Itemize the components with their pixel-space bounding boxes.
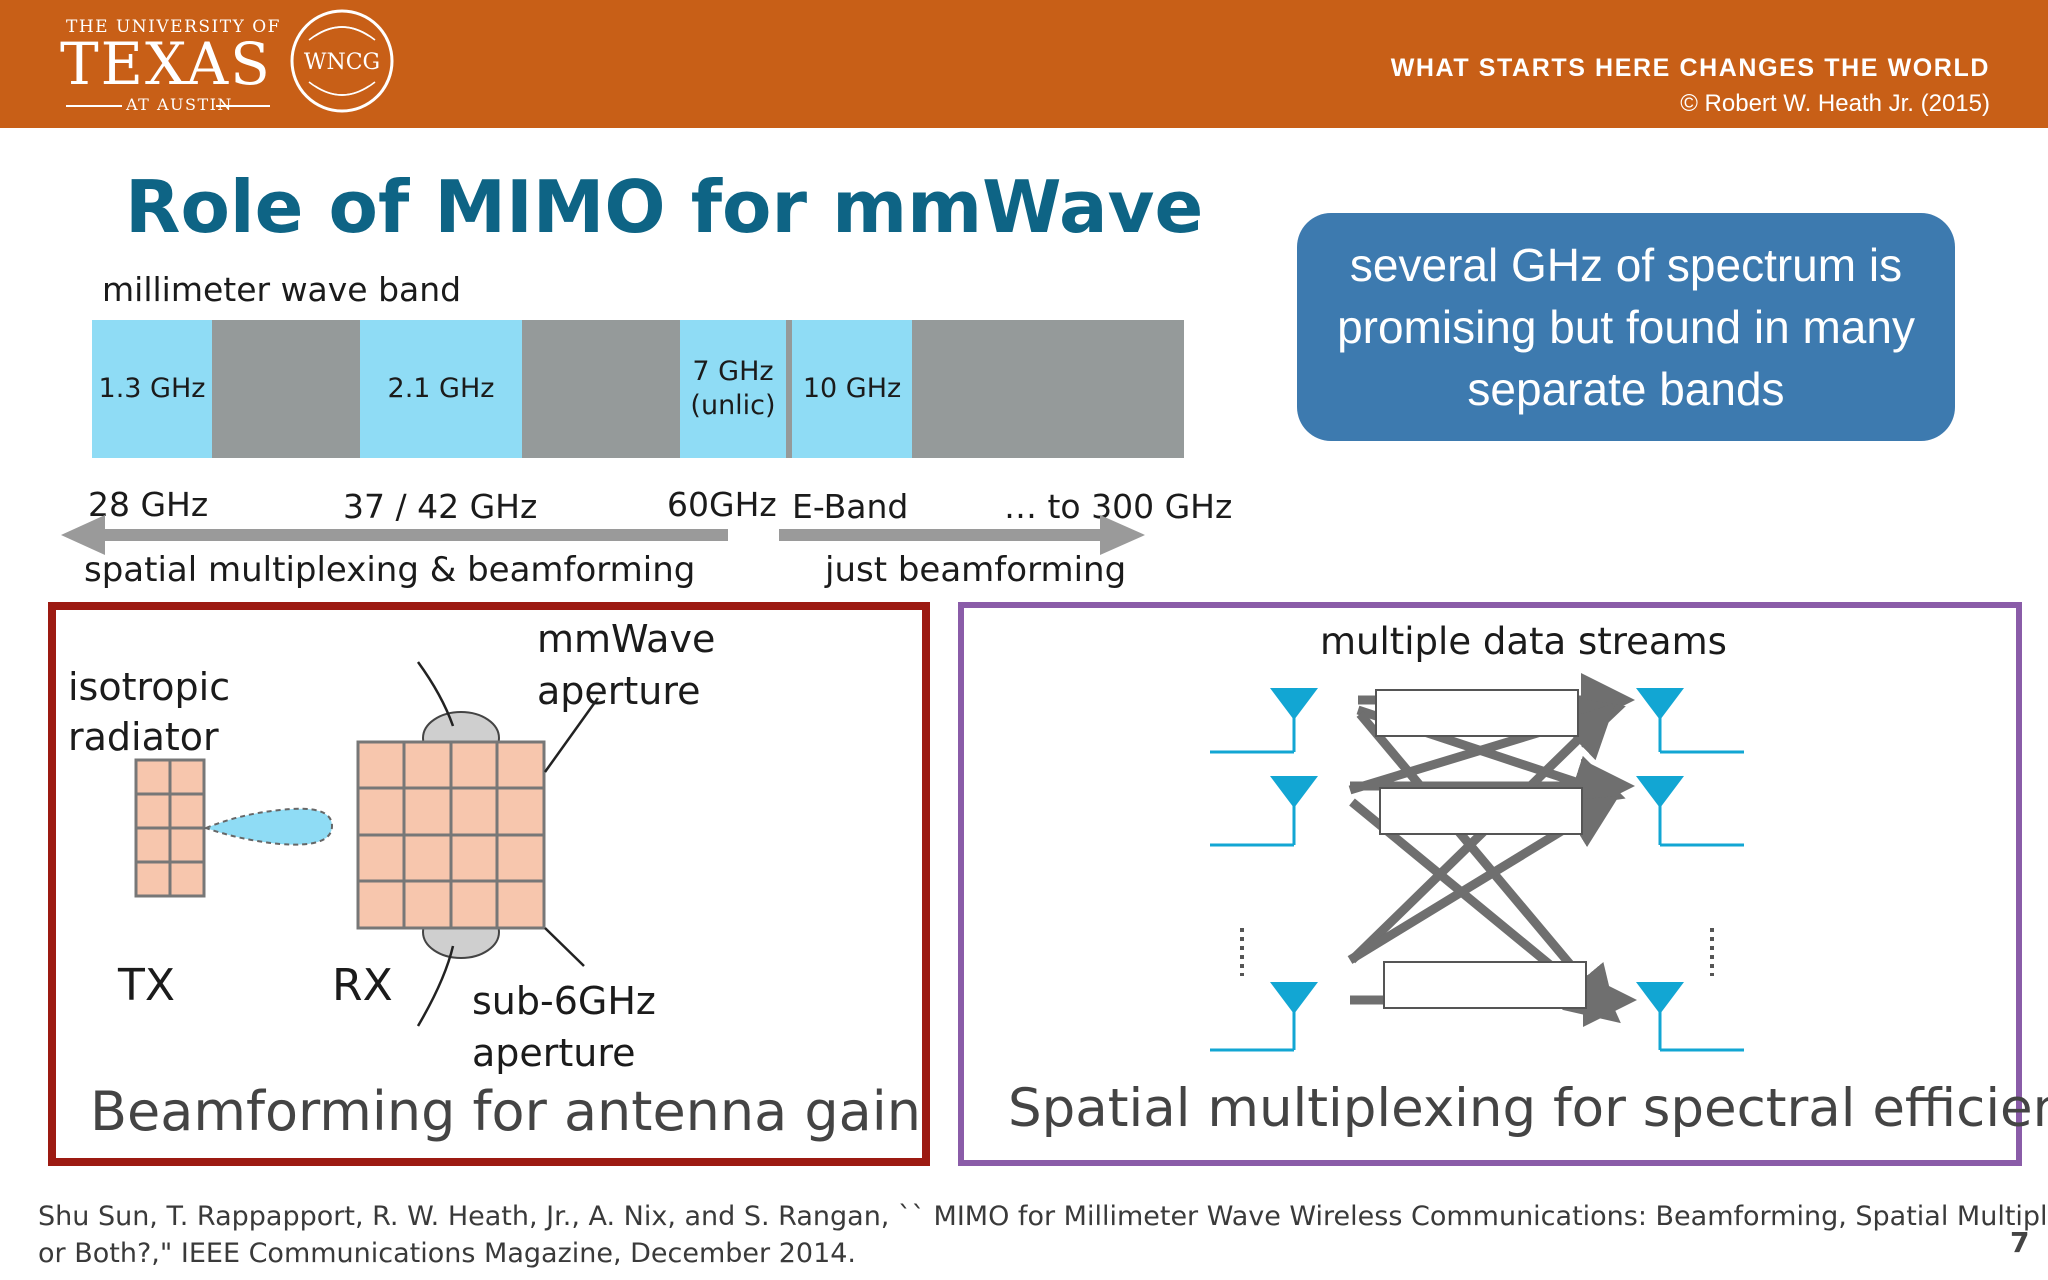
citation: Shu Sun, T. Rappapport, R. W. Heath, Jr.… <box>38 1198 2048 1272</box>
right-arrow-icon <box>779 515 1145 555</box>
band-label: 10 GHz <box>802 373 902 405</box>
page-number: 7 <box>2010 1226 2030 1259</box>
freq-label: 28 GHz <box>88 485 209 524</box>
band-strip <box>92 320 1184 458</box>
slide-title: Role of MIMO for mmWave <box>125 165 1204 249</box>
rx-antenna-icon <box>1636 776 1744 847</box>
tx-antenna-icon <box>1210 776 1318 847</box>
rx-antenna-icon <box>1636 688 1744 754</box>
freq-label: 37 / 42 GHz <box>343 487 538 526</box>
band-label: 2.1 GHz <box>387 373 495 405</box>
stream-box <box>1383 961 1587 1009</box>
band-2: 2.1 GHz <box>360 320 522 458</box>
university-line3: AT AUSTIN <box>126 95 233 114</box>
right-arrow-caption: just beamforming <box>825 550 1127 590</box>
tx-label: TX <box>118 960 176 1011</box>
band-4: 10 GHz <box>792 320 912 458</box>
band-label: 1.3 GHz <box>98 373 206 405</box>
callout-box: several GHz of spectrum is promising but… <box>1297 213 1955 441</box>
band-1: 1.3 GHz <box>92 320 212 458</box>
tagline: WHAT STARTS HERE CHANGES THE WORLD <box>1390 54 1990 82</box>
callout-text: several GHz of spectrum is promising but… <box>1337 239 1915 415</box>
wncg-logo-icon: WNCG <box>290 9 394 113</box>
band-chart-heading: millimeter wave band <box>102 270 462 309</box>
rx-antenna-icon <box>1636 982 1744 1052</box>
band-3: 7 GHz (unlic) <box>680 320 786 458</box>
divider <box>216 105 270 107</box>
beamforming-diagram <box>134 661 600 1027</box>
university-line1: THE UNIVERSITY OF <box>66 17 281 37</box>
tx-antenna-icon <box>1210 688 1318 754</box>
freq-label: 60GHz <box>667 485 777 524</box>
tx-array <box>134 758 206 898</box>
citation-line1: Shu Sun, T. Rappapport, R. W. Heath, Jr.… <box>38 1201 2048 1232</box>
beam-icon <box>203 807 334 846</box>
range-arrows <box>61 515 1145 555</box>
multiplexing-heading: multiple data streams <box>1320 620 1727 663</box>
beamforming-panel <box>48 602 930 1166</box>
rx-label: RX <box>332 960 393 1011</box>
multiplexing-panel <box>958 602 2022 1166</box>
left-arrow-caption: spatial multiplexing & beamforming <box>84 550 696 590</box>
multiplexing-diagram <box>1210 673 1744 1052</box>
isotropic-label: isotropic radiator <box>68 665 231 759</box>
citation-line2: or Both?," IEEE Communications Magazine,… <box>38 1238 857 1269</box>
tx-antenna-icon <box>1210 982 1318 1052</box>
university-name: TEXAS <box>60 30 272 98</box>
mmwave-label: mmWave aperture <box>537 617 716 713</box>
freq-label: … to 300 GHz <box>1004 487 1233 526</box>
lab-logo-text: WNCG <box>304 50 380 75</box>
stream-arrows <box>1347 673 1637 1027</box>
divider <box>66 105 122 107</box>
header-bar: THE UNIVERSITY OF TEXAS AT AUSTIN WNCG W… <box>0 0 2048 128</box>
band-label: 7 GHz <box>692 356 774 388</box>
stream-box <box>1375 689 1579 737</box>
rx-array <box>356 740 546 930</box>
freq-label: E-Band <box>792 487 909 526</box>
band-sublabel: (unlic) <box>690 390 776 421</box>
beamforming-title: Beamforming for antenna gain <box>90 1080 921 1143</box>
left-arrow-icon <box>61 515 728 555</box>
sub6-label: sub-6GHz aperture <box>472 979 656 1075</box>
stream-box <box>1379 787 1583 835</box>
multiplexing-title: Spatial multiplexing for spectral effici… <box>1008 1078 2048 1139</box>
copyright: © Robert W. Heath Jr. (2015) <box>1680 90 1990 117</box>
